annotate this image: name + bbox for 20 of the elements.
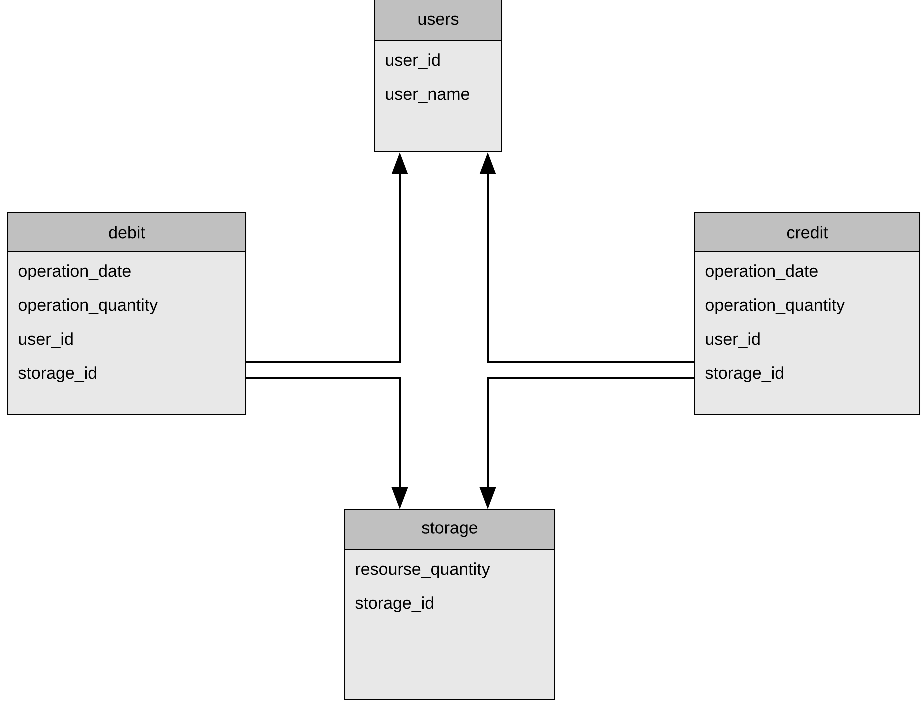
table-box (344, 509, 556, 700)
table-box (694, 212, 920, 416)
field-name: storage_id (18, 366, 96, 383)
field-name: storage_id (356, 596, 434, 613)
field-name: operation_date (18, 264, 131, 281)
field-name: operation_date (706, 264, 818, 281)
table-header: users (418, 16, 459, 26)
table-header: credit (787, 226, 828, 239)
field-name: operation_quantity (706, 298, 846, 315)
field-name: user_id (386, 54, 440, 70)
table-header: debit (109, 226, 146, 239)
table-box (8, 212, 246, 416)
table-header: storage (422, 522, 478, 538)
field-name: storage_id (706, 366, 784, 383)
field-name: resourse_quantity (356, 562, 490, 579)
table-box (374, 0, 502, 152)
field-name: user_id (706, 332, 760, 348)
field-name: operation_quantity (18, 298, 158, 315)
field-name: user_name (386, 90, 470, 104)
field-name: user_id (19, 332, 73, 348)
